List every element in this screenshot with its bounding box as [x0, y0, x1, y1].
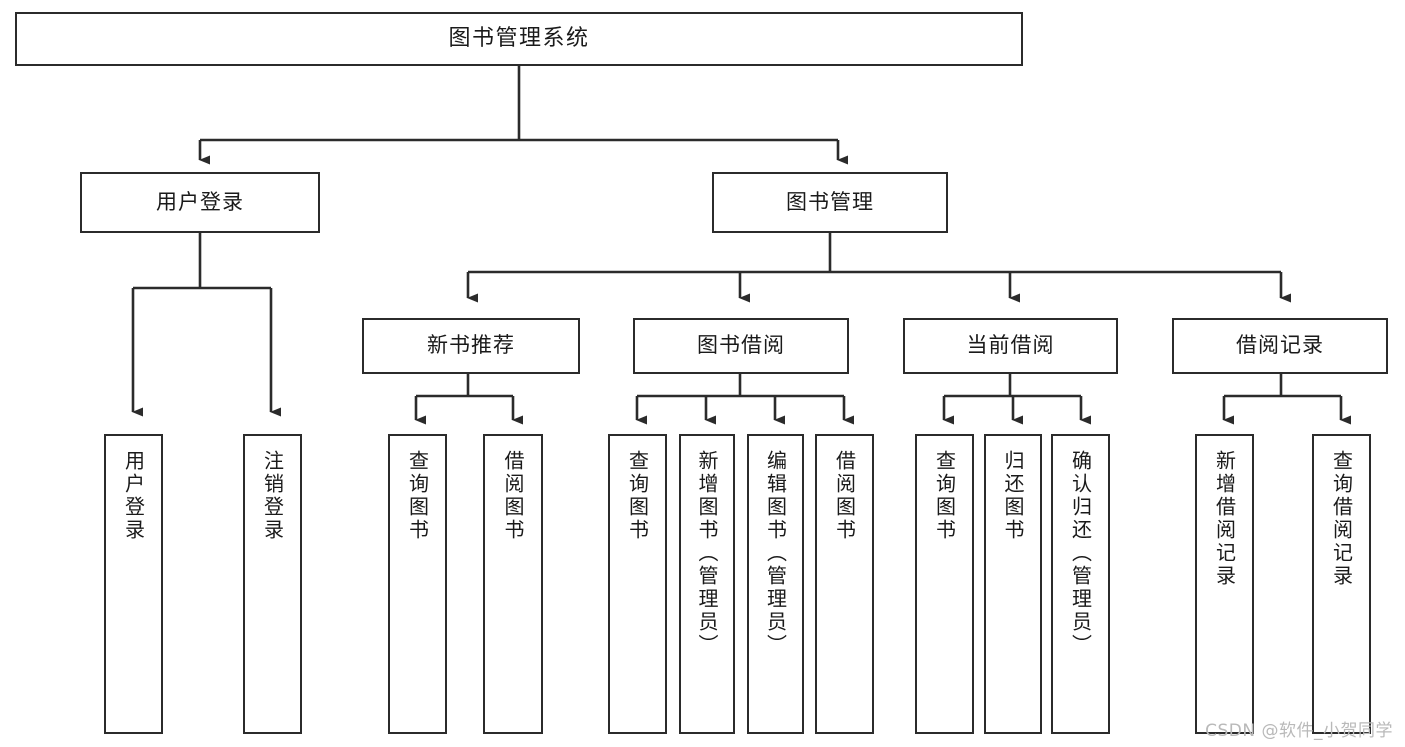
leaf-label: 借阅图书	[832, 450, 857, 542]
csdn-watermark: CSDN @软件_小贺同学	[1205, 721, 1393, 741]
leaf-label: 查询图书	[625, 450, 650, 542]
leaf-add-book-admin[interactable]: 新增图书（管理员）	[679, 434, 735, 734]
leaf-label: 查询图书	[405, 450, 430, 542]
leaf-label: 借阅图书	[501, 450, 525, 542]
leaf-add-borrow-record[interactable]: 新增借阅记录	[1195, 434, 1254, 734]
leaf-logout[interactable]: 注销登录	[243, 434, 302, 734]
leaf-query-borrow-record[interactable]: 查询借阅记录	[1312, 434, 1371, 734]
node-book-management[interactable]: 图书管理	[712, 172, 948, 233]
leaf-query-book-recommend[interactable]: 查询图书	[388, 434, 447, 734]
node-user-login[interactable]: 用户登录	[80, 172, 320, 233]
leaf-query-book-borrow[interactable]: 查询图书	[608, 434, 667, 734]
leaf-label: 编辑图书（管理员）	[763, 450, 788, 657]
leaf-label: 归还图书	[1001, 450, 1025, 542]
leaf-borrow-book-recommend[interactable]: 借阅图书	[483, 434, 543, 734]
leaf-query-book-current[interactable]: 查询图书	[915, 434, 974, 734]
node-borrow-record[interactable]: 借阅记录	[1172, 318, 1388, 374]
node-new-book-recommend[interactable]: 新书推荐	[362, 318, 580, 374]
leaf-label: 注销登录	[260, 450, 285, 542]
leaf-borrow-book[interactable]: 借阅图书	[815, 434, 874, 734]
leaf-return-book[interactable]: 归还图书	[984, 434, 1042, 734]
leaf-user-login[interactable]: 用户登录	[104, 434, 163, 734]
node-root-system[interactable]: 图书管理系统	[15, 12, 1023, 66]
leaf-label: 查询图书	[932, 450, 957, 542]
node-book-borrow[interactable]: 图书借阅	[633, 318, 849, 374]
leaf-confirm-return-admin[interactable]: 确认归还（管理员）	[1051, 434, 1110, 734]
leaf-label: 新增借阅记录	[1212, 450, 1237, 588]
leaf-label: 查询借阅记录	[1329, 450, 1354, 588]
node-current-borrow[interactable]: 当前借阅	[903, 318, 1118, 374]
leaf-label: 确认归还（管理员）	[1068, 450, 1093, 657]
leaf-label: 用户登录	[121, 450, 146, 542]
leaf-label: 新增图书（管理员）	[695, 450, 719, 657]
leaf-edit-book-admin[interactable]: 编辑图书（管理员）	[747, 434, 804, 734]
